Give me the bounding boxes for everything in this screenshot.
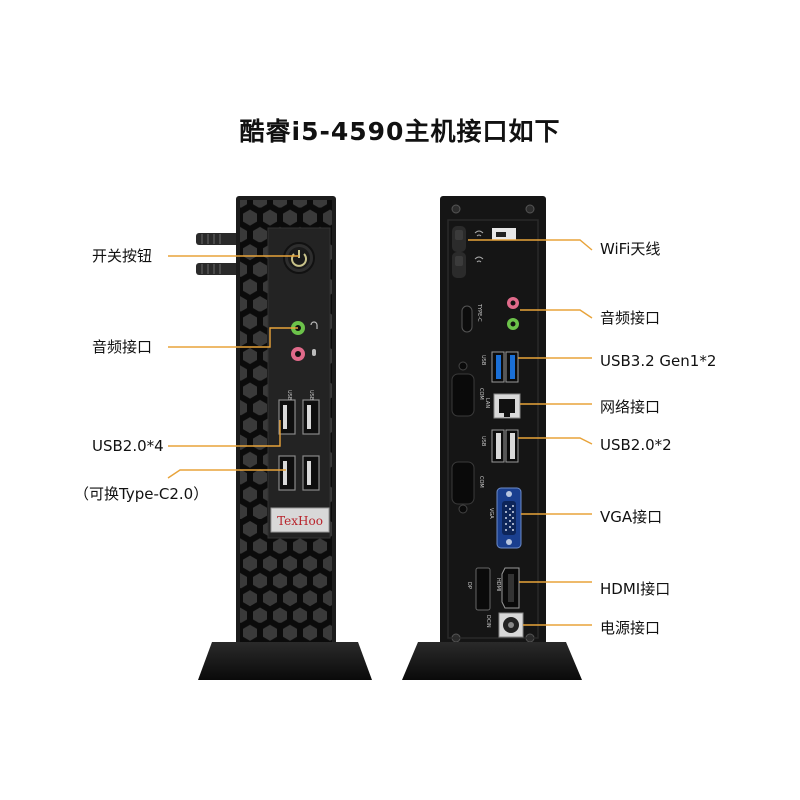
rear-dp-port[interactable] xyxy=(475,567,491,611)
rear-dc-power-jack[interactable] xyxy=(498,612,524,638)
rear-hdmi-port[interactable] xyxy=(501,567,520,609)
front-usb-port-1[interactable] xyxy=(278,399,296,435)
front-stand xyxy=(198,642,372,680)
rear-com-mark-2: COM xyxy=(478,476,484,488)
rear-usb2-port-2[interactable] xyxy=(505,429,519,463)
rear-com-port-1[interactable] xyxy=(451,373,475,417)
wifi-icon xyxy=(474,230,484,263)
front-io-panel xyxy=(267,227,331,539)
page-title: 酷睿i5-4590主机接口如下 xyxy=(239,117,561,146)
rear-wifi-antenna-1[interactable] xyxy=(452,226,466,252)
leader-lines xyxy=(167,239,593,626)
label-front-usb-note: （可换Type-C2.0） xyxy=(74,485,209,503)
rear-vga-mark: VGA xyxy=(488,508,494,519)
rear-stand xyxy=(402,642,582,680)
rear-vga-port[interactable] xyxy=(496,487,522,549)
rear-lan-mark: LAN xyxy=(484,398,490,408)
front-usb-port-2[interactable] xyxy=(302,399,320,435)
rear-unit: TYPE-C USB COM LAN xyxy=(402,196,582,680)
leader-wifi xyxy=(468,239,593,251)
label-rear-vga: VGA接口 xyxy=(600,508,663,526)
label-rear-hdmi: HDMI接口 xyxy=(600,580,671,598)
rear-usb2-mark: USB xyxy=(480,436,486,447)
label-power-button: 开关按钮 xyxy=(92,247,153,265)
leader-front-usb-typec xyxy=(167,469,286,479)
rear-typec-mark: TYPE-C xyxy=(476,303,482,322)
front-audio-jack-mic[interactable] xyxy=(291,347,316,361)
label-front-usb: USB2.0*4 xyxy=(92,437,164,455)
front-usb-port-4[interactable] xyxy=(302,455,320,491)
rear-typec-port[interactable] xyxy=(461,305,473,333)
rear-usb3-port-1[interactable] xyxy=(491,351,505,383)
rear-hdmi-mark: HDMI xyxy=(495,578,501,591)
rear-usb2-port-1[interactable] xyxy=(491,429,505,463)
rear-usb3-mark: USB xyxy=(480,355,486,366)
leader-rear-audio xyxy=(520,309,593,319)
rear-audio-jack-mic[interactable] xyxy=(507,297,519,309)
front-usb-mark-2: USB xyxy=(308,390,314,401)
front-antenna-top xyxy=(196,233,242,245)
label-rear-usb3: USB3.2 Gen1*2 xyxy=(600,352,717,370)
label-rear-power: 电源接口 xyxy=(600,619,661,637)
front-antenna-bottom xyxy=(196,263,242,275)
label-rear-lan: 网络接口 xyxy=(600,398,661,416)
rear-lan-port[interactable] xyxy=(493,393,521,419)
leader-front-audio xyxy=(168,327,298,348)
leader-rear-usb2 xyxy=(518,437,593,445)
rear-com-mark-1: COM xyxy=(478,388,484,400)
front-usb-port-3[interactable] xyxy=(278,455,296,491)
brand-plate xyxy=(270,507,330,533)
label-rear-audio: 音频接口 xyxy=(600,309,661,327)
rear-dcin-mark: DCIN xyxy=(485,615,491,628)
rear-audio-jack-headphone[interactable] xyxy=(507,318,519,330)
front-usb-mark-1: USB xyxy=(286,390,292,401)
rear-usb3-port-2[interactable] xyxy=(505,351,519,383)
rear-wifi-antenna-2[interactable] xyxy=(452,252,466,278)
power-button[interactable] xyxy=(283,242,315,274)
leader-front-usb xyxy=(168,420,281,447)
label-wifi: WiFi天线 xyxy=(600,240,661,258)
label-rear-usb2: USB2.0*2 xyxy=(600,436,672,454)
brand-logo: TexHoo xyxy=(277,514,323,528)
rear-dp-mark: DP xyxy=(466,582,472,589)
front-unit: USB USB TexHoo xyxy=(196,196,372,680)
rear-com-port-2[interactable] xyxy=(451,461,475,505)
label-front-audio: 音频接口 xyxy=(92,338,153,356)
